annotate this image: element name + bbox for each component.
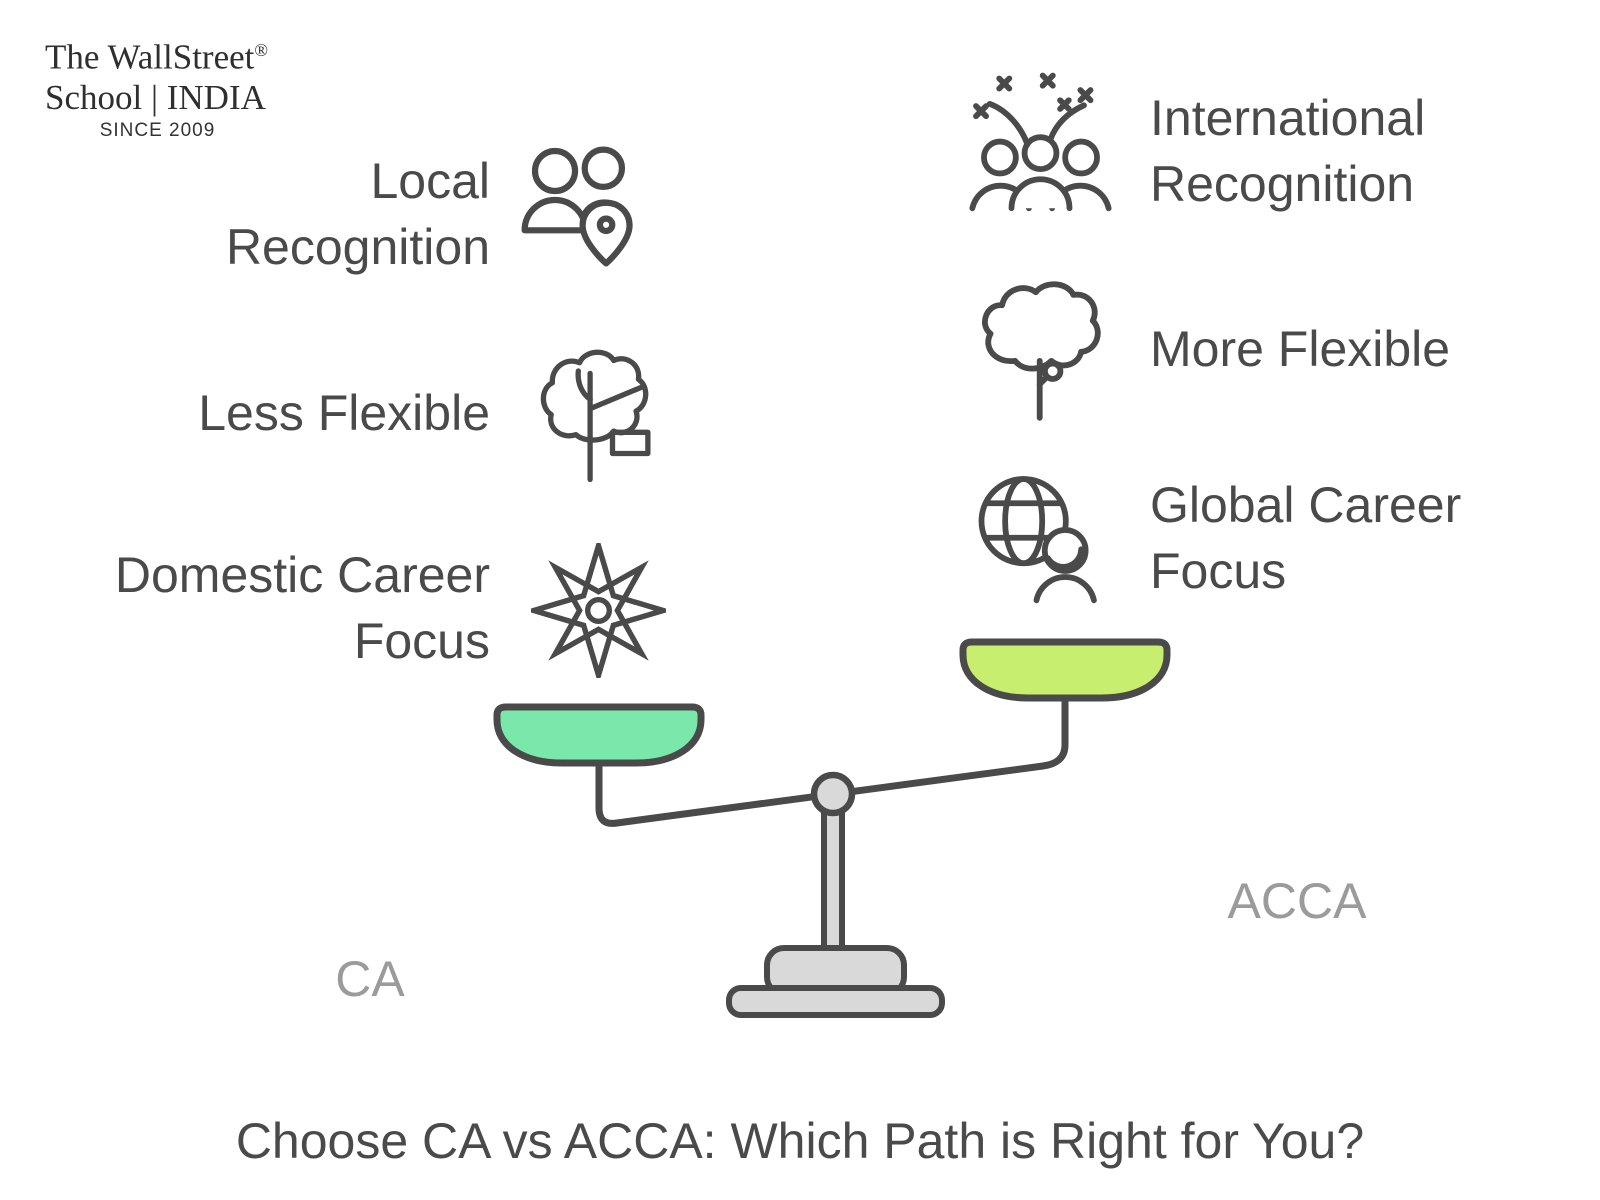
scale-post [821, 797, 845, 973]
item-international-recognition: International Recognition [1150, 90, 1426, 212]
logo-text: The WallStreet [45, 37, 255, 77]
scale-pivot [810, 771, 856, 817]
brand-logo: The WallStreet® School | INDIA SINCE 200… [45, 30, 285, 142]
right-pan [959, 638, 1171, 702]
tree-icon [540, 349, 651, 483]
logo-since: SINCE 2009 [99, 119, 216, 141]
item-global-career-focus: Global Career Focus [1150, 477, 1462, 599]
compass-star-icon [531, 543, 666, 678]
left-pan [493, 703, 705, 767]
people-location-icon [521, 146, 633, 267]
ca-label: CA [335, 951, 405, 1007]
acca-label: ACCA [1227, 873, 1367, 929]
logo-line-1: The WallStreet® [45, 30, 285, 78]
registered-mark: ® [254, 40, 269, 60]
item-less-flexible: Less Flexible [198, 385, 490, 441]
logo-line-2: School | INDIA [45, 77, 266, 117]
celebration-crowd-icon [969, 72, 1112, 212]
scale-base [726, 985, 945, 1018]
item-more-flexible: More Flexible [1150, 321, 1451, 377]
item-domestic-career-focus: Domestic Career Focus [114, 547, 490, 669]
globe-person-icon [978, 476, 1097, 604]
item-local-recognition: Local Recognition [225, 153, 490, 275]
page-title: Choose CA vs ACCA: Which Path is Right f… [235, 1113, 1365, 1169]
cloud-tree-icon [982, 281, 1101, 421]
